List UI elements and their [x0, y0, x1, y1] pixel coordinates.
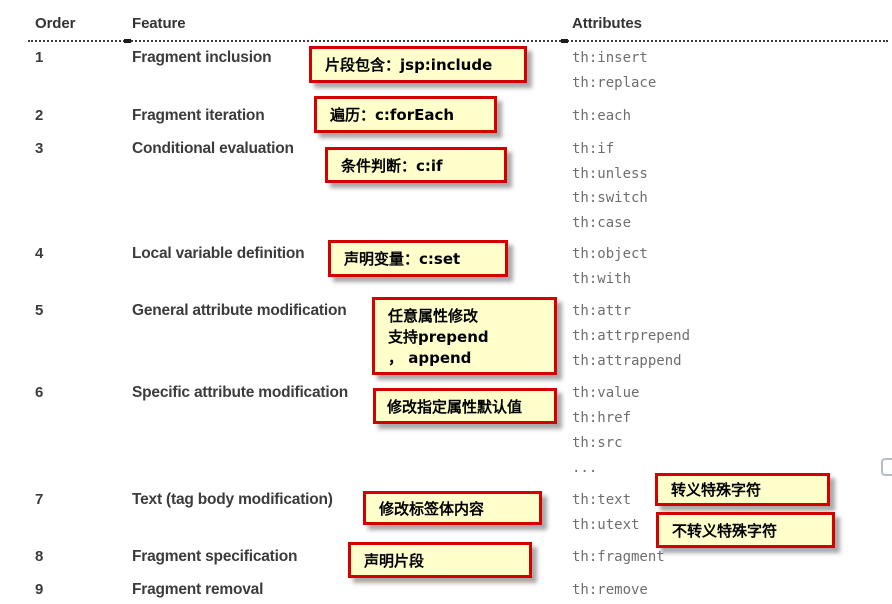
callout-text: 转义特殊字符 — [671, 481, 762, 499]
callout-text-line: ， append — [388, 349, 472, 367]
row-order: 6 — [35, 384, 44, 401]
callout-text: 遍历：c:forEach — [330, 106, 455, 124]
attribute-name: th:with — [572, 271, 632, 287]
callout-text-line: 支持prepend — [388, 328, 489, 346]
callout-fragment-specification: 声明片段 — [348, 542, 532, 578]
callout-fragment-inclusion: 片段包含：jsp:include — [309, 46, 527, 83]
column-separator-mark — [124, 39, 131, 43]
column-separator-mark — [561, 39, 568, 43]
column-header-attributes: Attributes — [572, 15, 642, 32]
row-feature: Fragment specification — [132, 548, 298, 565]
row-feature: General attribute modification — [132, 302, 347, 319]
cutoff-box-edge — [881, 458, 892, 476]
header-divider — [28, 40, 888, 42]
callout-fragment-iteration: 遍历：c:forEach — [314, 96, 497, 133]
attribute-name: th:case — [572, 215, 632, 231]
row-feature: Fragment removal — [132, 581, 264, 598]
row-order: 3 — [35, 140, 44, 157]
row-order: 5 — [35, 302, 44, 319]
callout-specific-attribute: 修改指定属性默认值 — [373, 388, 557, 424]
column-header-order: Order — [35, 15, 76, 32]
row-order: 2 — [35, 107, 44, 124]
attribute-name: th:value — [572, 385, 640, 401]
attribute-name: th:attrappend — [572, 353, 682, 369]
callout-text: 声明片段 — [364, 551, 425, 570]
callout-unescaped-text: 不转义特殊字符 — [656, 512, 835, 548]
callout-text: 声明变量：c:set — [344, 250, 461, 268]
attribute-name: th:src — [572, 435, 623, 451]
row-order: 4 — [35, 245, 44, 262]
callout-local-variable: 声明变量：c:set — [328, 240, 508, 277]
attribute-name: th:href — [572, 410, 632, 426]
row-feature: Fragment iteration — [132, 107, 265, 124]
row-feature: Conditional evaluation — [132, 140, 294, 157]
callout-conditional-evaluation: 条件判断：c:if — [325, 147, 507, 183]
row-order: 8 — [35, 548, 44, 565]
callout-text: 修改标签体内容 — [379, 499, 485, 518]
attribute-name: th:remove — [572, 582, 648, 598]
attribute-name: th:utext — [572, 517, 640, 533]
attribute-name: th:insert — [572, 50, 648, 66]
row-feature: Text (tag body modification) — [132, 491, 333, 508]
row-order: 1 — [35, 49, 44, 66]
column-header-feature: Feature — [132, 15, 186, 32]
callout-text: 不转义特殊字符 — [672, 521, 778, 540]
callout-text: 片段包含：jsp:include — [325, 56, 493, 74]
attribute-name: th:attr — [572, 303, 632, 319]
callout-escaped-text: 转义特殊字符 — [655, 473, 830, 506]
row-feature: Fragment inclusion — [132, 49, 272, 66]
callout-text: 修改指定属性默认值 — [387, 397, 523, 416]
attribute-name: th:fragment — [572, 549, 665, 565]
row-order: 7 — [35, 491, 44, 508]
attribute-name: th:text — [572, 492, 632, 508]
attribute-name: th:attrprepend — [572, 328, 691, 344]
attribute-name: th:unless — [572, 166, 648, 182]
attribute-name: th:switch — [572, 190, 648, 206]
row-feature: Local variable definition — [132, 245, 305, 262]
attribute-name: th:replace — [572, 75, 657, 91]
callout-general-attribute: 任意属性修改 支持prepend ， append — [372, 297, 557, 375]
attribute-name: th:if — [572, 141, 615, 157]
callout-text-modification: 修改标签体内容 — [363, 491, 542, 525]
attribute-name: th:each — [572, 108, 632, 124]
callout-text-line: 任意属性修改 — [388, 307, 479, 325]
row-feature: Specific attribute modification — [132, 384, 348, 401]
attribute-name: ... — [572, 460, 598, 476]
row-order: 9 — [35, 581, 44, 598]
attribute-name: th:object — [572, 246, 648, 262]
callout-text: 条件判断：c:if — [341, 156, 443, 175]
